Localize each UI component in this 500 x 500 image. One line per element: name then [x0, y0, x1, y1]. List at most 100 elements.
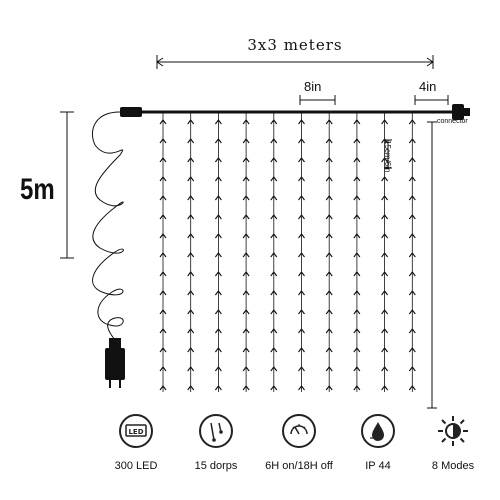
light-bulb [298, 328, 305, 334]
end-gap-label: 4in [419, 79, 437, 94]
light-bulb [270, 195, 278, 201]
light-bulb [381, 271, 389, 277]
light-bulb [214, 195, 222, 201]
light-strand [159, 112, 167, 392]
light-bulb [214, 157, 222, 163]
light-bulb [298, 138, 305, 144]
power-plug [105, 338, 125, 388]
light-bulb [214, 385, 222, 391]
lead-length-label: 5m [20, 173, 55, 206]
light-bulb [270, 252, 278, 258]
light-bulb [242, 328, 250, 334]
light-bulb [242, 119, 250, 125]
light-bulb [408, 195, 416, 201]
connector-label: connector [437, 118, 468, 125]
light-bulb [298, 385, 305, 391]
light-bulb [242, 138, 250, 144]
light-bulb [353, 157, 361, 163]
light-bulb [242, 271, 250, 277]
light-bulb [408, 233, 416, 239]
strand-gap-dimension [299, 95, 336, 105]
light-bulb [159, 119, 167, 125]
light-bulb [214, 176, 222, 182]
strand-gap-label: 8in [304, 79, 322, 94]
light-bulb [242, 157, 250, 163]
light-bulb [381, 119, 389, 125]
light-bulb [381, 385, 389, 391]
light-bulb [353, 328, 361, 334]
light-bulb [214, 214, 222, 220]
light-bulb [187, 366, 195, 372]
light-bulb [298, 195, 305, 201]
light-bulb [353, 176, 361, 182]
light-bulb [159, 271, 167, 277]
lead-length-dimension [60, 111, 74, 259]
light-bulb [187, 309, 195, 315]
light-bulb [408, 119, 416, 125]
light-bulb [159, 157, 167, 163]
light-bulb [214, 328, 222, 334]
light-bulb [381, 214, 389, 220]
light-bulb [187, 385, 195, 391]
light-bulb [242, 309, 250, 315]
light-bulb [242, 290, 250, 296]
light-bulb [270, 271, 278, 277]
light-bulb [408, 347, 416, 353]
height-dimension [427, 121, 437, 409]
light-strand [298, 112, 305, 392]
light-bulb [325, 176, 333, 182]
light-bulb [159, 309, 167, 315]
light-bulb [242, 233, 250, 239]
light-bulb [242, 347, 250, 353]
light-strand [270, 112, 278, 392]
svg-text:LED: LED [128, 428, 143, 436]
drops-icon [199, 414, 233, 448]
light-bulb [408, 157, 416, 163]
light-bulb [159, 214, 167, 220]
light-bulb [270, 385, 278, 391]
light-bulb [214, 366, 222, 372]
light-bulb [325, 328, 333, 334]
light-bulb [381, 328, 389, 334]
feature-label-timer: 6H on/18H off [265, 460, 333, 472]
light-bulb [408, 176, 416, 182]
light-bulb [242, 176, 250, 182]
light-bulb [325, 233, 333, 239]
end-gap-dimension [414, 95, 449, 105]
light-bulb [381, 290, 389, 296]
light-bulb [298, 309, 305, 315]
light-bulb [187, 157, 195, 163]
feature-label-waterproof: IP 44 [365, 460, 391, 472]
light-bulb [408, 271, 416, 277]
light-bulb [242, 385, 250, 391]
light-bulb [408, 138, 416, 144]
light-bulb [187, 328, 195, 334]
light-bulb [214, 347, 222, 353]
led-icon: LED [119, 414, 153, 448]
light-bulb [298, 119, 305, 125]
light-bulb [325, 385, 333, 391]
light-bulb [353, 366, 361, 372]
light-bulb [159, 366, 167, 372]
light-bulb [270, 290, 278, 296]
light-bulb [242, 252, 250, 258]
light-bulb [270, 347, 278, 353]
light-bulb [408, 252, 416, 258]
light-bulb [298, 290, 305, 296]
light-bulb [214, 309, 222, 315]
light-bulb [353, 138, 361, 144]
light-bulb [325, 195, 333, 201]
light-bulb [408, 290, 416, 296]
light-bulb [187, 138, 195, 144]
light-bulb [298, 176, 305, 182]
light-bulb [325, 290, 333, 296]
light-bulb [270, 176, 278, 182]
light-bulb [381, 366, 389, 372]
light-bulb [270, 309, 278, 315]
light-bulb [353, 385, 361, 391]
light-bulb [214, 290, 222, 296]
light-bulb [270, 119, 278, 125]
light-bulb [298, 347, 305, 353]
lead-wire [91, 111, 124, 341]
